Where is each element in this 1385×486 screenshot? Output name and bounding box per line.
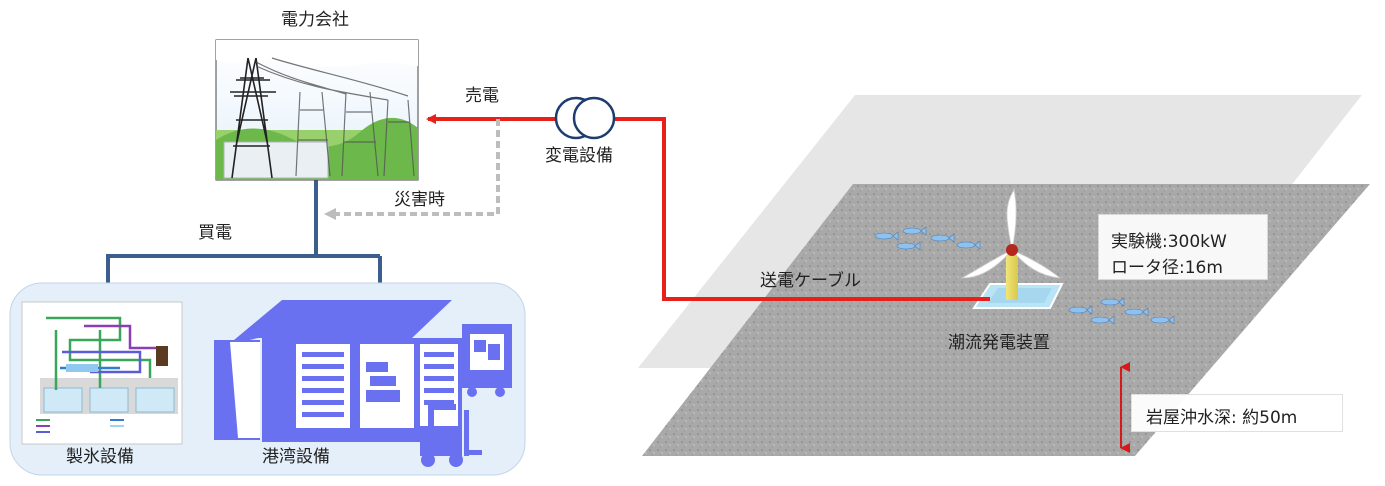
buy-power-line-ice xyxy=(102,254,380,296)
transformer-icon xyxy=(554,96,616,140)
spec-rotor: ロータ径:16m xyxy=(1111,258,1223,278)
turbine-icon xyxy=(960,188,1064,309)
power-tower-icon xyxy=(215,39,419,181)
warehouse-icon xyxy=(214,300,462,442)
tidal-device-label: 潮流発電装置 xyxy=(948,333,1050,353)
depth-label: 岩屋沖水深: 約50m xyxy=(1146,408,1298,428)
disaster-label: 災害時 xyxy=(394,190,445,210)
spec-box: 実験機:300kW ロータ径:16m xyxy=(1098,214,1268,280)
truck-icon xyxy=(462,324,512,397)
forklift-icon xyxy=(420,404,482,467)
depth-box: 岩屋沖水深: 約50m xyxy=(1131,394,1343,432)
spec-capacity: 実験機:300kW xyxy=(1111,232,1227,252)
ice-facility-label: 製氷設備 xyxy=(66,447,134,467)
transmission-cable-line xyxy=(614,117,990,301)
port-facility-label: 港湾設備 xyxy=(262,447,330,467)
buy-power-label: 買電 xyxy=(198,223,232,243)
disaster-line xyxy=(324,119,500,220)
sell-power-label: 売電 xyxy=(465,86,499,106)
power-company-label: 電力会社 xyxy=(281,10,349,30)
fish-icon xyxy=(874,226,981,251)
transformer-label: 変電設備 xyxy=(545,146,613,166)
cable-label: 送電ケーブル xyxy=(760,271,861,291)
ice-plant-icon xyxy=(21,301,183,445)
fish-icon xyxy=(1068,297,1175,325)
